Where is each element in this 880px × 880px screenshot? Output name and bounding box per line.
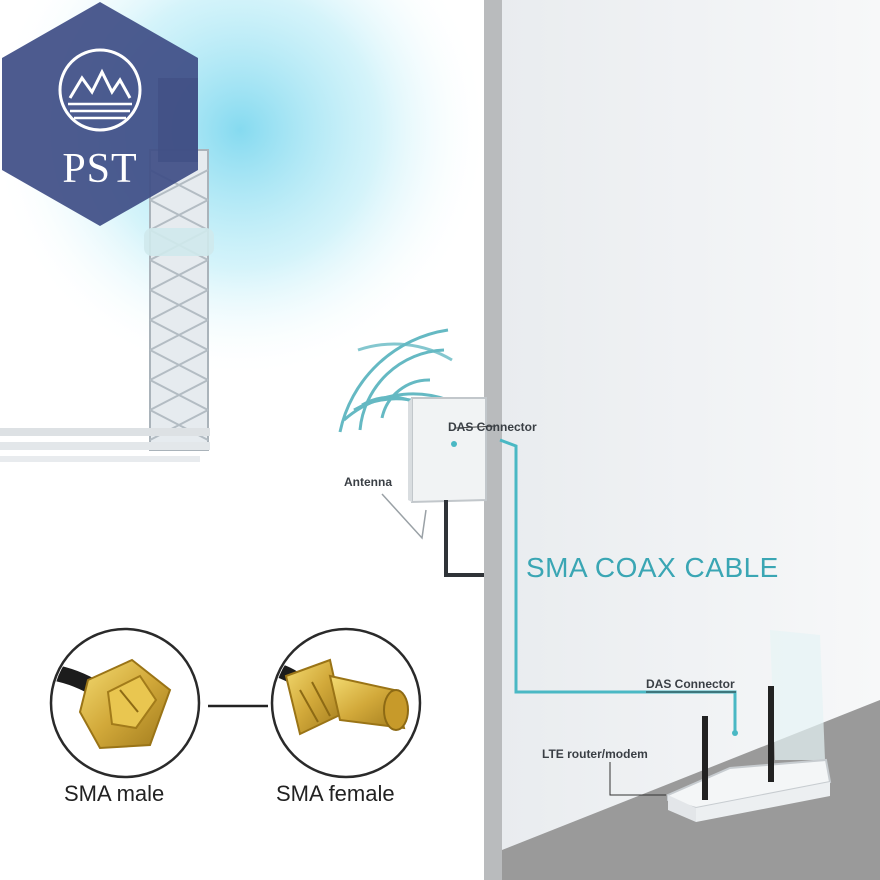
- wall-edge: [484, 0, 502, 880]
- label-outdoor-port: DAS Connector: [448, 420, 537, 434]
- signal-waves-icon: [338, 328, 453, 433]
- router-antenna-right: [768, 686, 774, 782]
- label-sma-coax-cable: SMA COAX CABLE: [526, 552, 779, 583]
- router-antenna-left: [702, 716, 708, 800]
- sma-female-connector: [270, 627, 422, 779]
- antenna-lead-cable: [444, 500, 484, 577]
- label-sma-female: SMA female: [276, 781, 395, 806]
- outdoor-antenna: [408, 397, 487, 504]
- mountain-logo-icon: [58, 48, 142, 132]
- sma-male-connector: [49, 627, 201, 779]
- label-outdoor-antenna: Antenna: [344, 475, 392, 489]
- label-router: LTE router/modem: [542, 747, 648, 761]
- label-router-port: DAS Connector: [646, 677, 735, 691]
- logo-text: PST: [62, 146, 137, 192]
- lte-router: [667, 686, 832, 822]
- sma-coax-cable: [499, 438, 737, 733]
- label-sma-male: SMA male: [64, 781, 164, 806]
- window-reflection: [770, 630, 825, 760]
- pst-logo: PST: [2, 2, 198, 226]
